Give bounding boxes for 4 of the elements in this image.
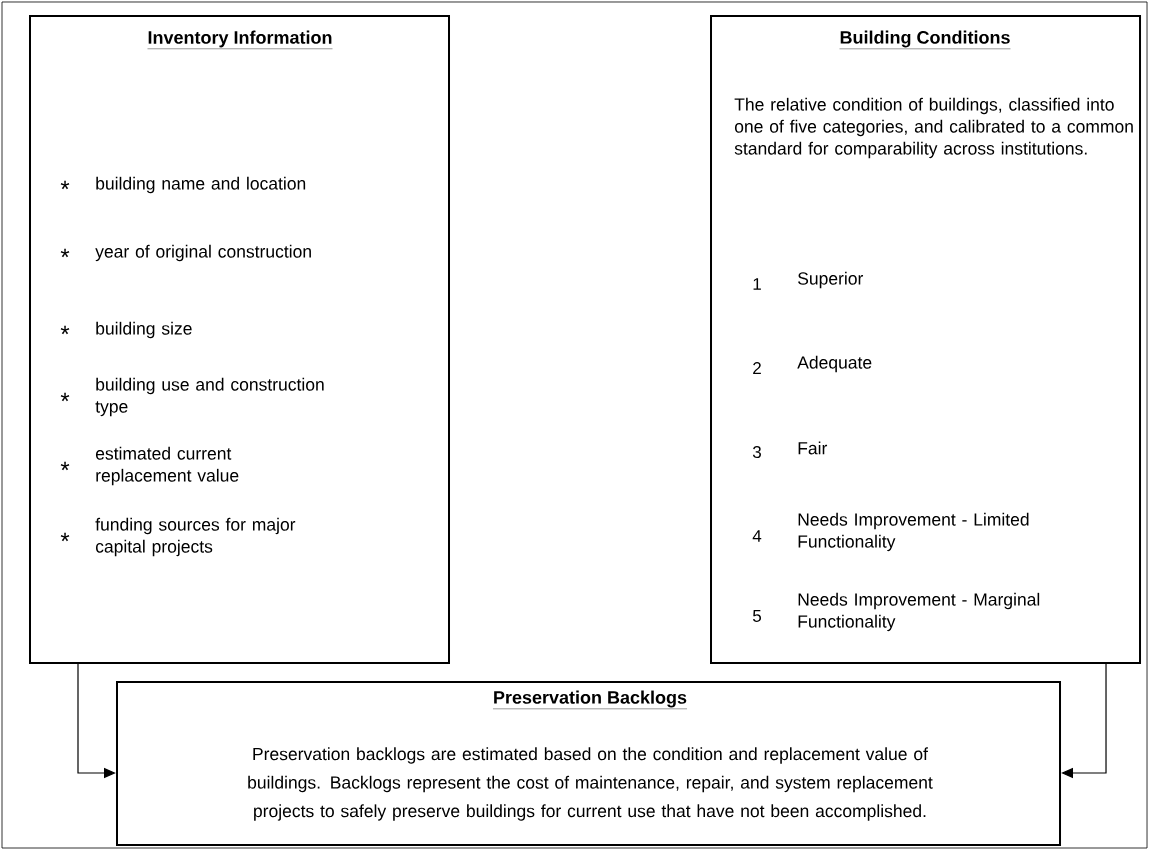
info-box: Building Conditions The relative condition of buildings, classified into one of five categories, and calibrated to a common standard for comparability across institutions. 1 Superior 2 Adequate 3 Fair 4 Needs Improvement - Limited Functionality 5 Needs Improvement - Marginal Functionality	[710, 15, 1141, 664]
arrow	[1061, 663, 1107, 779]
info-box: Preservation Backlogs Preservation backlogs are estimated based on the condition and replacement value of buildings. Backlogs represent the cost of maintenance, repair, and system replacement projects to safely preserve buildings for current use that have not been accomplished.	[116, 681, 1061, 846]
info-box: Inventory Information * building name and location * year of original construction * building size * building use and construction type * estimated current replacement value * funding sources for major capital projects	[29, 15, 450, 664]
